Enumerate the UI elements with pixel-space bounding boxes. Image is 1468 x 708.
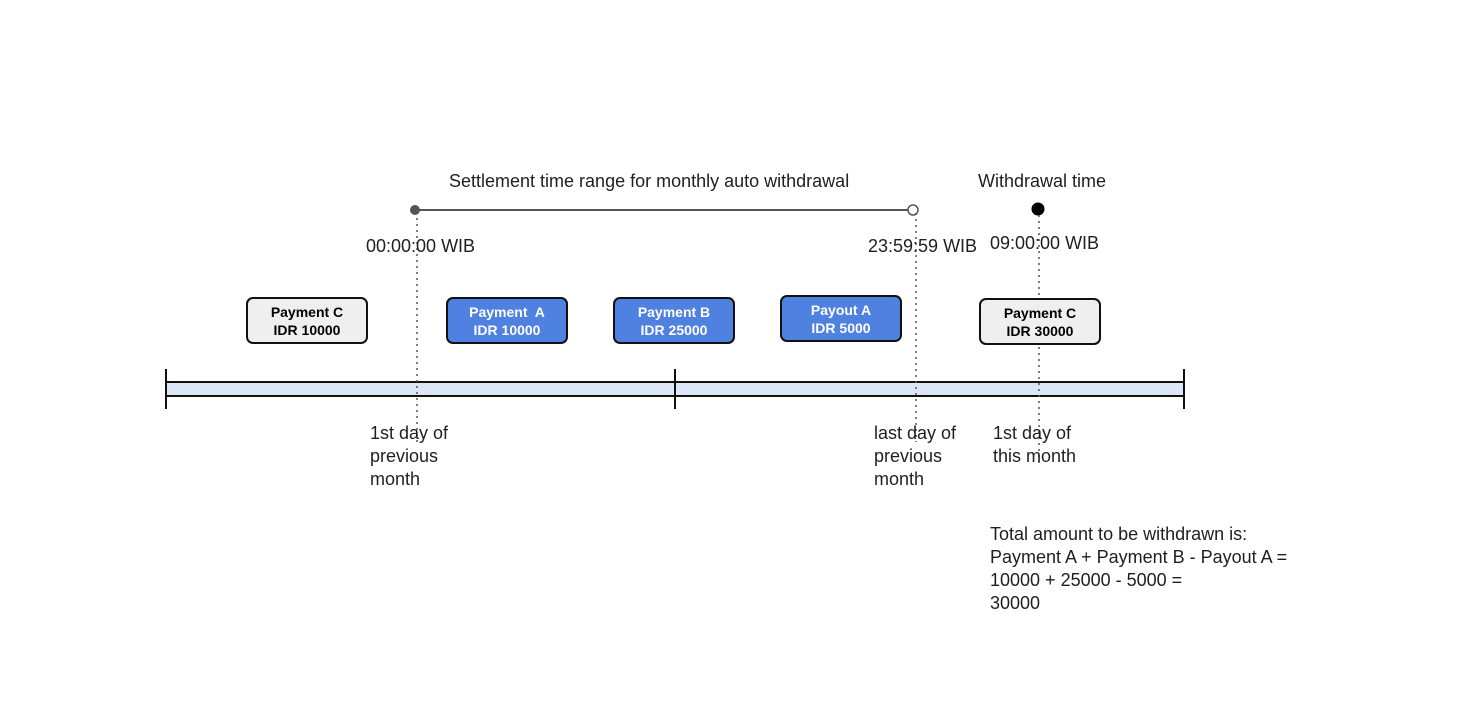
start-time-label: 00:00:00 WIB bbox=[366, 236, 476, 256]
transaction-amount: IDR 10000 bbox=[273, 321, 341, 338]
day-label-line: 1st day of bbox=[993, 423, 1072, 443]
range-end-marker bbox=[907, 204, 919, 216]
transaction-title: Payment C bbox=[1003, 304, 1077, 321]
day-label-line: last day of bbox=[874, 423, 957, 443]
transaction-amount: IDR 25000 bbox=[640, 321, 708, 338]
transaction-box-payment-b: Payment B IDR 25000 bbox=[613, 297, 735, 344]
day-label-line: previous bbox=[370, 446, 439, 466]
withdrawal-time-value: 09:00:00 WIB bbox=[990, 233, 1100, 253]
transaction-amount: IDR 10000 bbox=[473, 321, 541, 338]
day-label-first-this-month: 1st day of this month bbox=[993, 422, 1076, 468]
day-label-last-previous-month: last day of previous month bbox=[874, 422, 956, 491]
day-label-line: month bbox=[874, 469, 925, 489]
transaction-box-payment-c-current: Payment C IDR 30000 bbox=[979, 298, 1101, 345]
withdrawal-time-label: Withdrawal time bbox=[978, 171, 1107, 191]
transaction-amount: IDR 5000 bbox=[811, 319, 871, 336]
range-start-marker bbox=[410, 205, 420, 215]
transaction-box-payment-c-previous: Payment C IDR 10000 bbox=[246, 297, 368, 344]
day-label-line: previous bbox=[874, 446, 943, 466]
day-label-line: month bbox=[370, 469, 421, 489]
transaction-amount: IDR 30000 bbox=[1006, 322, 1074, 339]
withdrawal-time-marker bbox=[1031, 202, 1045, 216]
day-label-line: this month bbox=[993, 446, 1077, 466]
transaction-title: Payout A bbox=[810, 301, 872, 318]
day-label-line: 1st day of bbox=[370, 423, 449, 443]
transaction-box-payment-a: Payment A IDR 10000 bbox=[446, 297, 568, 344]
settlement-range-label: Settlement time range for monthly auto w… bbox=[449, 171, 850, 191]
transaction-box-payout-a: Payout A IDR 5000 bbox=[780, 295, 902, 342]
total-line-result: 30000 bbox=[990, 593, 1041, 613]
day-label-first-previous-month: 1st day of previous month bbox=[370, 422, 448, 491]
transaction-title: Payment C bbox=[270, 303, 344, 320]
total-line-values: 10000 + 25000 - 5000 = bbox=[990, 570, 1183, 590]
total-line-formula: Payment A + Payment B - Payout A = bbox=[990, 547, 1288, 567]
end-time-label: 23:59:59 WIB bbox=[868, 236, 978, 256]
transaction-title: Payment B bbox=[637, 303, 711, 320]
total-line-heading: Total amount to be withdrawn is: bbox=[990, 524, 1248, 544]
transaction-title: Payment A bbox=[469, 303, 545, 320]
total-calculation: Total amount to be withdrawn is: Payment… bbox=[990, 523, 1287, 615]
